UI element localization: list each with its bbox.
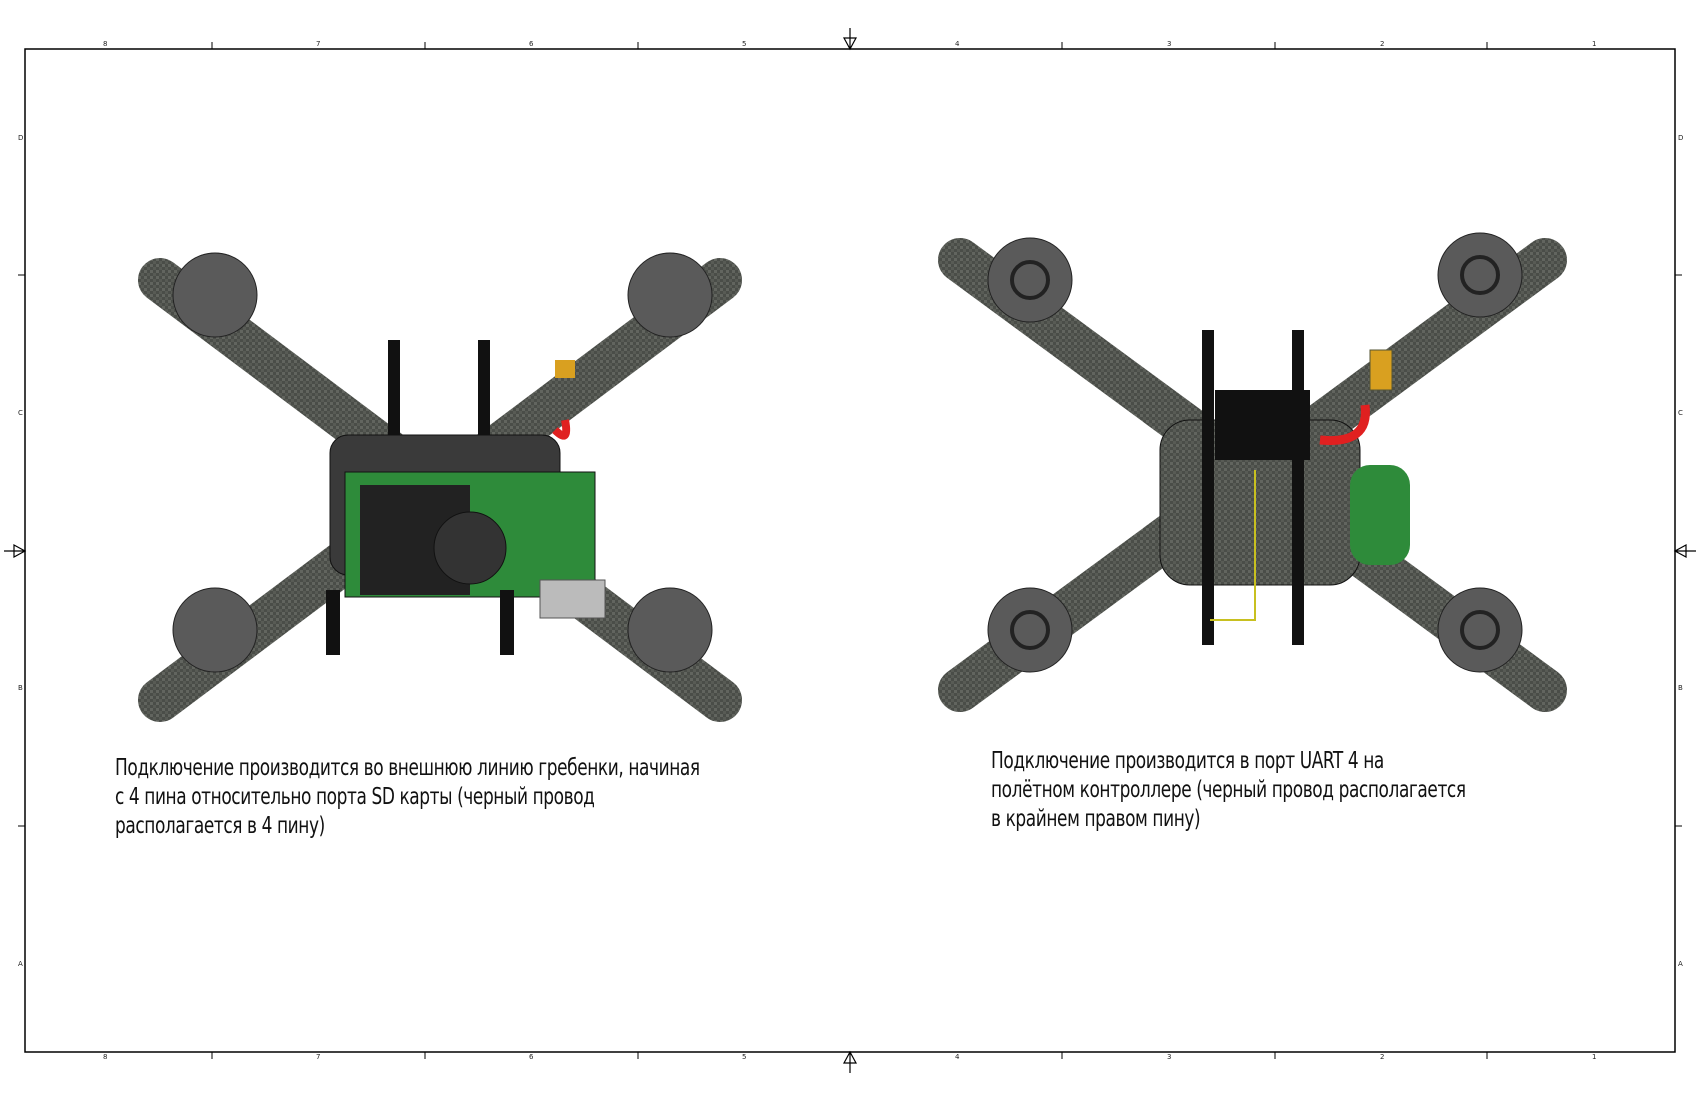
- row-label-left: A: [18, 960, 23, 968]
- column-label-top: 8: [103, 40, 108, 48]
- column-label-top: 1: [1592, 40, 1597, 48]
- column-label-bottom: 5: [742, 1053, 747, 1061]
- right-view-note: Подключение производится в порт UART 4 н…: [991, 748, 1466, 832]
- row-label-left: C: [18, 409, 23, 417]
- row-label-right: B: [1678, 684, 1683, 692]
- row-label-right: D: [1678, 134, 1684, 142]
- column-label-bottom: 3: [1167, 1053, 1172, 1061]
- column-label-bottom: 6: [529, 1053, 534, 1061]
- column-label-top: 2: [1380, 40, 1385, 48]
- border-ticks: [18, 42, 1682, 1059]
- column-label-top: 3: [1167, 40, 1172, 48]
- centering-arrows: [4, 28, 1696, 1073]
- row-label-left: D: [18, 134, 24, 142]
- drone-right-view: [938, 232, 1567, 712]
- column-label-bottom: 4: [955, 1053, 960, 1061]
- column-label-top: 7: [316, 40, 321, 48]
- row-label-right: C: [1678, 409, 1683, 417]
- column-label-top: 5: [742, 40, 747, 48]
- row-label-right: A: [1678, 960, 1683, 968]
- column-label-bottom: 1: [1592, 1053, 1597, 1061]
- row-label-left: B: [18, 684, 23, 692]
- column-label-bottom: 7: [316, 1053, 321, 1061]
- sheet-border: [24, 48, 1676, 1053]
- column-label-top: 6: [529, 40, 534, 48]
- column-label-top: 4: [955, 40, 960, 48]
- column-label-bottom: 8: [103, 1053, 108, 1061]
- drone-left-view: [138, 252, 742, 722]
- left-view-note: Подключение производится во внешнюю лини…: [115, 755, 700, 839]
- column-label-bottom: 2: [1380, 1053, 1385, 1061]
